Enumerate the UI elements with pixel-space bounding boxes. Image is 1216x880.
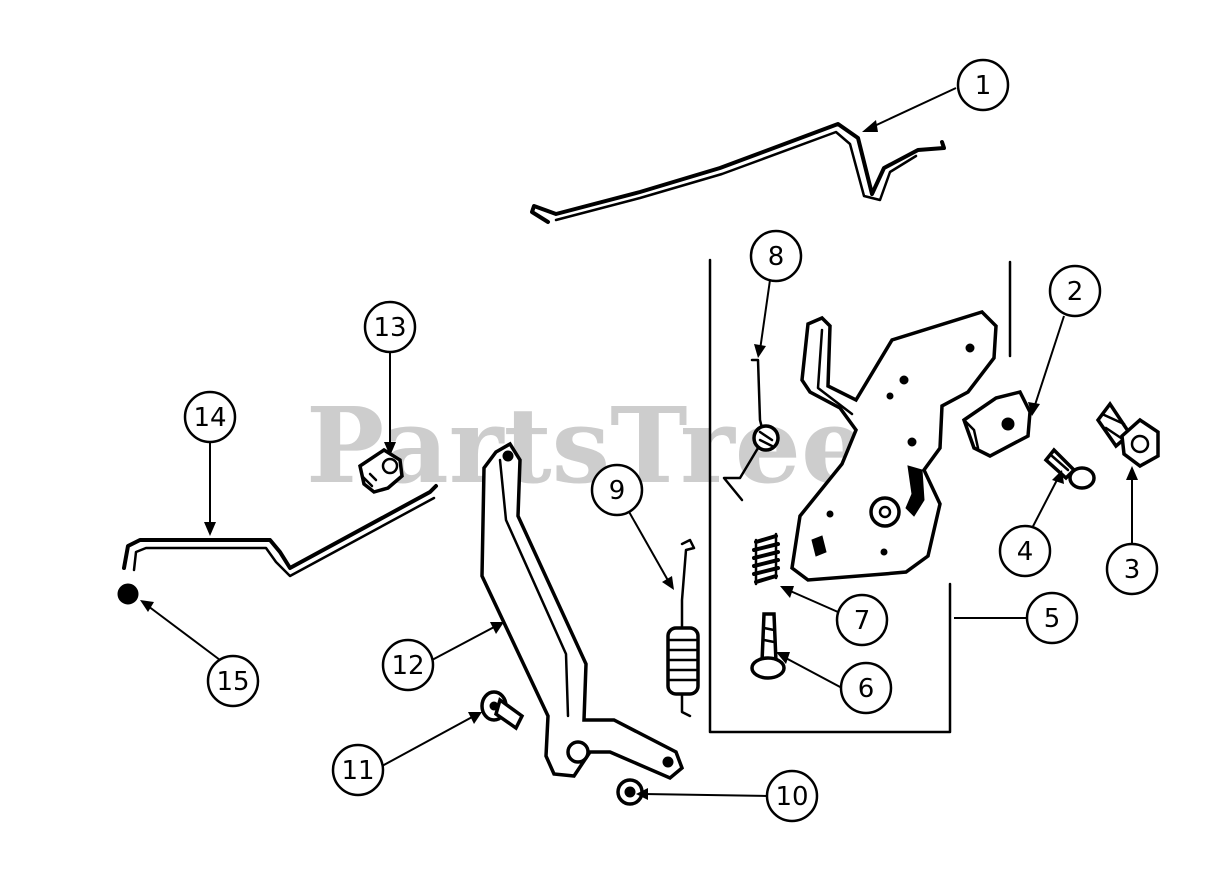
svg-text:8: 8 [768, 242, 785, 272]
svg-text:15: 15 [216, 667, 249, 697]
callout-4: 4 [998, 524, 1052, 578]
part-12-governor-lever[interactable] [480, 441, 685, 781]
part-1-throttle-rod[interactable] [530, 122, 946, 224]
part-8-torsion-spring[interactable] [722, 358, 780, 502]
callout-2: 2 [1048, 264, 1102, 318]
callout-7: 7 [835, 593, 889, 647]
svg-text:13: 13 [373, 313, 406, 343]
svg-text:7: 7 [854, 606, 871, 636]
svg-text:2: 2 [1067, 277, 1084, 307]
svg-text:6: 6 [858, 674, 875, 704]
svg-text:10: 10 [775, 782, 808, 812]
svg-text:12: 12 [391, 651, 424, 681]
callout-9: 9 [590, 463, 644, 517]
callout-5: 5 [1025, 591, 1079, 645]
part-11-shoulder-bolt[interactable] [480, 690, 525, 731]
callout-10: 10 [765, 769, 819, 823]
part-15-knob[interactable] [117, 583, 139, 605]
leader-lines [140, 87, 1138, 800]
svg-text:11: 11 [341, 756, 374, 786]
part-3-bolt[interactable] [1095, 400, 1160, 469]
part-5-control-plate[interactable] [708, 258, 1012, 734]
part-2-clamp-bracket[interactable] [961, 389, 1032, 458]
svg-text:1: 1 [975, 71, 992, 101]
part-14-choke-rod[interactable] [122, 484, 438, 578]
callout-12: 12 [381, 638, 435, 692]
part-9-extension-spring[interactable] [666, 538, 700, 718]
callout-6: 6 [839, 661, 893, 715]
callout-15: 15 [206, 654, 260, 708]
part-6-screw[interactable] [750, 612, 786, 680]
part-13-cable-clamp[interactable] [358, 447, 404, 494]
part-7-compression-spring[interactable] [752, 532, 780, 586]
part-10-nut[interactable] [616, 778, 644, 806]
svg-text:3: 3 [1124, 555, 1141, 585]
svg-text:5: 5 [1044, 604, 1061, 634]
callout-8: 8 [749, 229, 803, 283]
callout-11: 11 [331, 743, 385, 797]
svg-text:14: 14 [193, 403, 226, 433]
part-4-screw[interactable] [1043, 447, 1096, 490]
callout-13: 13 [363, 300, 417, 354]
callout-1: 1 [956, 58, 1010, 112]
svg-text:9: 9 [609, 476, 626, 506]
svg-text:4: 4 [1017, 537, 1034, 567]
callout-3: 3 [1105, 542, 1159, 596]
callout-14: 14 [183, 390, 237, 444]
